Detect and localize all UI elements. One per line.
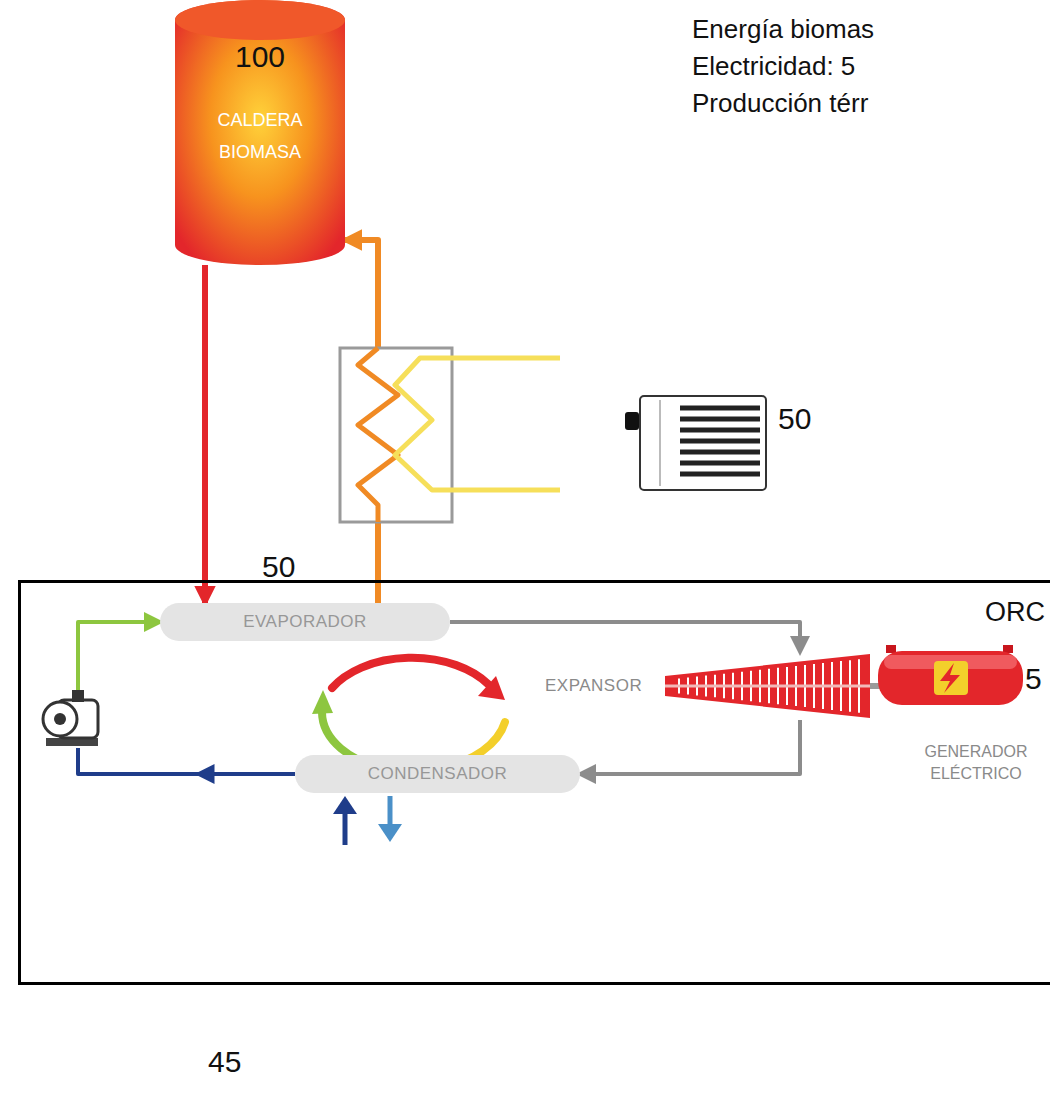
heat-exchanger	[340, 348, 560, 522]
condenser-box: CONDENSADOR	[295, 755, 580, 793]
boiler-cylinder	[175, 0, 345, 265]
component-label: EVAPORADOR	[243, 612, 367, 632]
callout-number: 45	[208, 1045, 241, 1079]
component-label: GENERADOR ELÉCTRICO	[916, 741, 1036, 785]
summary-text: Electricidad: 5	[692, 51, 855, 82]
boiler-label: CALDERA BIOMASA	[200, 104, 320, 168]
flow-arrowhead	[195, 764, 215, 784]
callout-number: 100	[175, 40, 345, 74]
callout-number: 50	[778, 402, 811, 436]
flow-line	[580, 720, 800, 774]
summary-text: Energía biomas	[692, 14, 874, 45]
orc-box: ORC EVAPORADOR CONDENSADOR EXPANSOR GENERADO…	[18, 580, 1050, 985]
flow-arrow	[450, 622, 800, 652]
radiator-icon	[625, 396, 766, 490]
expander-box: EXPANSOR	[545, 652, 875, 720]
flow-arrow	[205, 265, 206, 603]
biomass-boiler: 100CALDERA BIOMASA	[175, 0, 345, 265]
cooling-water-arrows	[333, 796, 402, 845]
summary-text: Producción térr	[692, 88, 868, 119]
flow-arrow	[580, 720, 800, 774]
callout-number: 50	[262, 550, 295, 584]
callout-number: 5	[1025, 662, 1042, 696]
generator-symbol	[878, 645, 1043, 715]
component-label: CONDENSADOR	[368, 764, 508, 784]
flow-line	[78, 748, 295, 774]
evaporator-box: EVAPORADOR	[160, 603, 450, 641]
flow-arrow	[78, 622, 295, 784]
flow-line	[450, 622, 800, 652]
flow-line	[202, 265, 208, 603]
component-label: EXPANSOR	[545, 676, 642, 696]
pump-icon	[43, 690, 98, 746]
group-heading: ORC	[985, 597, 1045, 628]
generator-box: GENERADOR ELÉCTRICO	[878, 645, 1043, 795]
flow-line	[78, 622, 160, 690]
